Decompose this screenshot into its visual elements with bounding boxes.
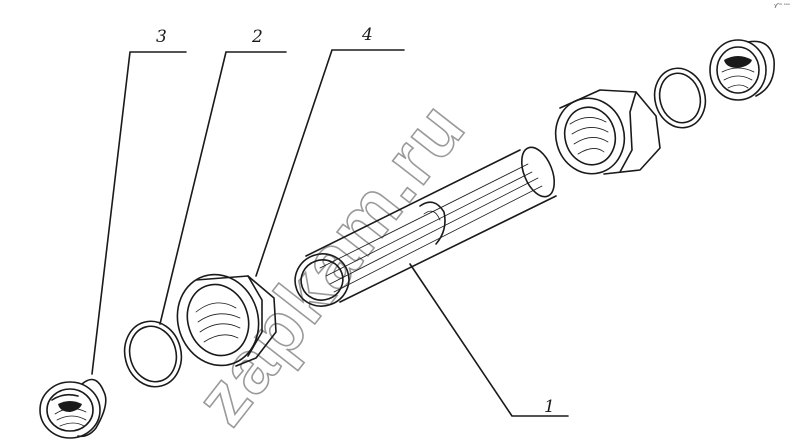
part-4-hex-nut-right bbox=[554, 89, 661, 175]
part-3-cap-left bbox=[39, 378, 107, 439]
corner-mark: yᴾᵐ ᵒᵒᵒ bbox=[774, 3, 790, 9]
part-2-washer-right bbox=[653, 67, 707, 129]
part-3-cap-right bbox=[709, 39, 775, 101]
leader-line-1 bbox=[409, 263, 569, 417]
leader-lines bbox=[91, 49, 569, 417]
leader-line-4 bbox=[255, 49, 405, 277]
part-4-hex-nut-left bbox=[176, 273, 277, 367]
callout-4: 4 bbox=[361, 25, 373, 45]
callout-3: 3 bbox=[156, 27, 167, 47]
leader-line-2 bbox=[159, 51, 287, 325]
part-1-tube bbox=[294, 146, 557, 307]
callout-2: 2 bbox=[251, 27, 263, 47]
part-2-washer-left bbox=[123, 320, 183, 388]
leader-line-3 bbox=[91, 51, 187, 375]
callout-1: 1 bbox=[544, 397, 555, 417]
